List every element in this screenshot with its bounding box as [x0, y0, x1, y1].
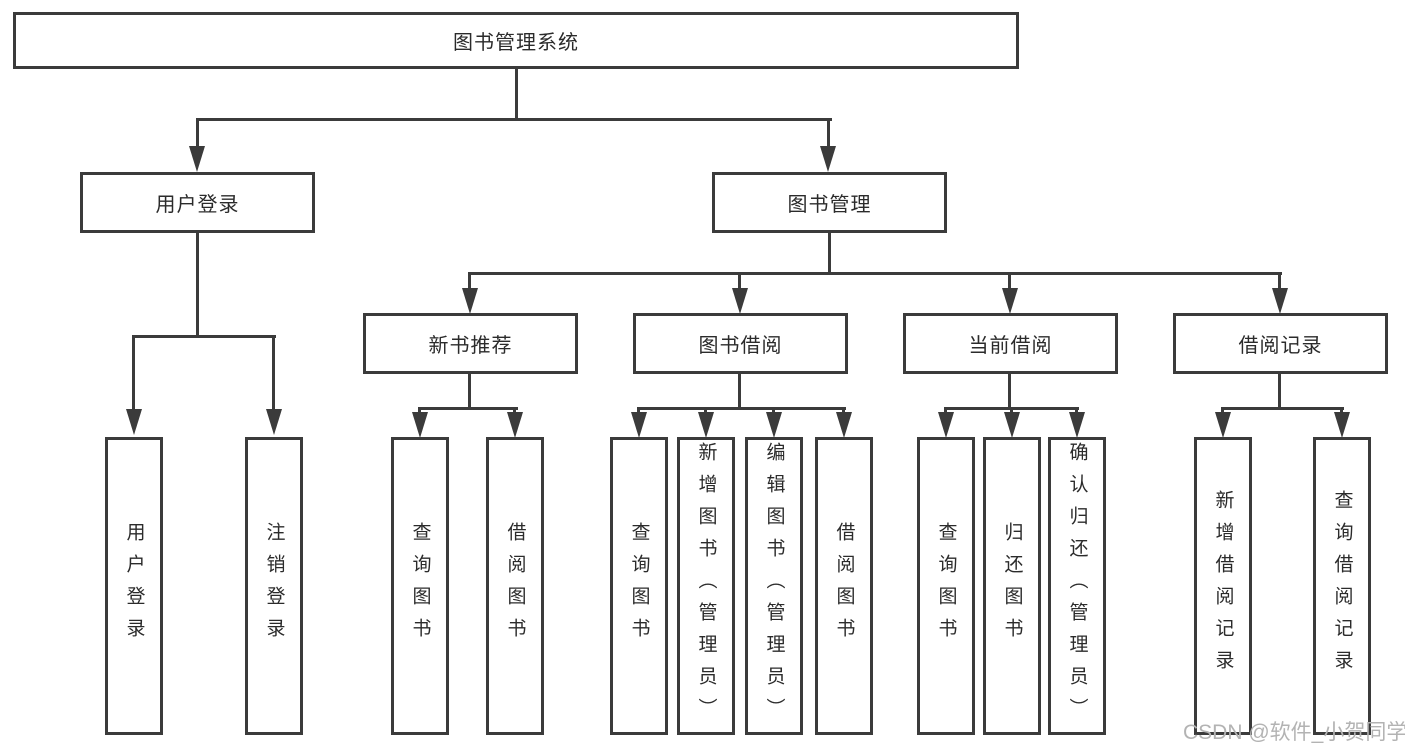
- arrow-down-icon: [698, 412, 714, 438]
- arrow-down-icon: [631, 412, 647, 438]
- connector-line: [1221, 407, 1344, 410]
- leaf-label: 借阅图书: [833, 522, 855, 650]
- arrow-down-icon: [1069, 412, 1085, 438]
- arrow-down-icon: [1002, 288, 1018, 314]
- node-user-login: 用户登录: [80, 172, 315, 233]
- connector-line: [637, 409, 640, 414]
- leaf-confirm-return-admin: 确认归还（管理员）: [1048, 437, 1106, 735]
- node-borrow-records: 借阅记录: [1173, 313, 1388, 374]
- arrow-down-icon: [1334, 412, 1350, 438]
- arrow-down-icon: [820, 146, 836, 172]
- connector-line: [944, 407, 1079, 410]
- leaf-label: 查询图书: [935, 522, 957, 650]
- connector-line: [1278, 373, 1281, 408]
- arrow-down-icon: [732, 288, 748, 314]
- connector-line: [468, 274, 471, 290]
- leaf-user-login: 用户登录: [105, 437, 163, 735]
- leaf-label: 用户登录: [123, 522, 145, 650]
- connector-line: [1075, 409, 1078, 414]
- node-label: 用户登录: [155, 194, 240, 216]
- connector-line: [418, 407, 518, 410]
- connector-line: [196, 118, 832, 121]
- leaf-borrow-books: 借阅图书: [815, 437, 873, 735]
- leaf-query-books: 查询图书: [391, 437, 449, 735]
- connector-line: [272, 337, 275, 411]
- leaf-label: 新增借阅记录: [1212, 490, 1234, 682]
- leaf-label: 编辑图书（管理员）: [763, 442, 785, 730]
- connector-line: [1010, 409, 1013, 414]
- leaf-edit-books-admin: 编辑图书（管理员）: [745, 437, 803, 735]
- connector-line: [1340, 409, 1343, 414]
- leaf-query-borrow-record: 查询借阅记录: [1313, 437, 1371, 735]
- arrow-down-icon: [507, 412, 523, 438]
- connector-line: [1221, 409, 1224, 414]
- arrow-down-icon: [1215, 412, 1231, 438]
- connector-line: [132, 337, 135, 411]
- leaf-label: 新增图书（管理员）: [695, 442, 717, 730]
- connector-line: [738, 373, 741, 408]
- arrow-down-icon: [836, 412, 852, 438]
- node-book-borrow: 图书借阅: [633, 313, 848, 374]
- arrow-down-icon: [126, 409, 142, 435]
- connector-line: [418, 409, 421, 414]
- csdn-watermark: CSDN @软件_小贺同学: [1183, 721, 1405, 744]
- leaf-label: 查询借阅记录: [1331, 490, 1353, 682]
- node-label: 图书管理系统: [453, 32, 579, 54]
- arrow-down-icon: [462, 288, 478, 314]
- leaf-label: 确认归还（管理员）: [1066, 442, 1088, 730]
- node-label: 借阅记录: [1238, 335, 1323, 357]
- arrow-down-icon: [766, 412, 782, 438]
- node-new-book-recommend: 新书推荐: [363, 313, 578, 374]
- leaf-logout: 注销登录: [245, 437, 303, 735]
- leaf-label: 查询图书: [628, 522, 650, 650]
- leaf-label: 注销登录: [263, 522, 285, 650]
- connector-line: [468, 272, 1282, 275]
- arrow-down-icon: [412, 412, 428, 438]
- node-label: 当前借阅: [968, 335, 1053, 357]
- leaf-borrow-books: 借阅图书: [486, 437, 544, 735]
- connector-line: [515, 68, 518, 119]
- connector-line: [1008, 373, 1011, 408]
- connector-line: [196, 231, 199, 335]
- leaf-add-borrow-record: 新增借阅记录: [1194, 437, 1252, 735]
- leaf-label: 归还图书: [1001, 522, 1023, 650]
- connector-line: [132, 335, 276, 338]
- node-book-management: 图书管理: [712, 172, 947, 233]
- leaf-query-books: 查询图书: [610, 437, 668, 735]
- node-current-borrow: 当前借阅: [903, 313, 1118, 374]
- connector-line: [637, 407, 846, 410]
- leaf-label: 查询图书: [409, 522, 431, 650]
- connector-line: [1278, 274, 1281, 290]
- arrow-down-icon: [1272, 288, 1288, 314]
- connector-line: [704, 409, 707, 414]
- leaf-query-books: 查询图书: [917, 437, 975, 735]
- node-label: 图书借阅: [698, 335, 783, 357]
- node-label: 图书管理: [787, 194, 872, 216]
- arrow-down-icon: [266, 409, 282, 435]
- arrow-down-icon: [1004, 412, 1020, 438]
- connector-line: [738, 274, 741, 290]
- leaf-return-books: 归还图书: [983, 437, 1041, 735]
- connector-line: [842, 409, 845, 414]
- connector-line: [772, 409, 775, 414]
- connector-line: [828, 231, 831, 272]
- arrow-down-icon: [189, 146, 205, 172]
- connector-line: [196, 120, 199, 147]
- node-label: 新书推荐: [428, 335, 513, 357]
- arrow-down-icon: [938, 412, 954, 438]
- connector-line: [1008, 274, 1011, 290]
- leaf-label: 借阅图书: [504, 522, 526, 650]
- connector-line: [468, 373, 471, 408]
- leaf-add-books-admin: 新增图书（管理员）: [677, 437, 735, 735]
- node-library-management-system: 图书管理系统: [13, 12, 1019, 69]
- connector-line: [513, 409, 516, 414]
- connector-line: [827, 120, 830, 147]
- connector-line: [944, 409, 947, 414]
